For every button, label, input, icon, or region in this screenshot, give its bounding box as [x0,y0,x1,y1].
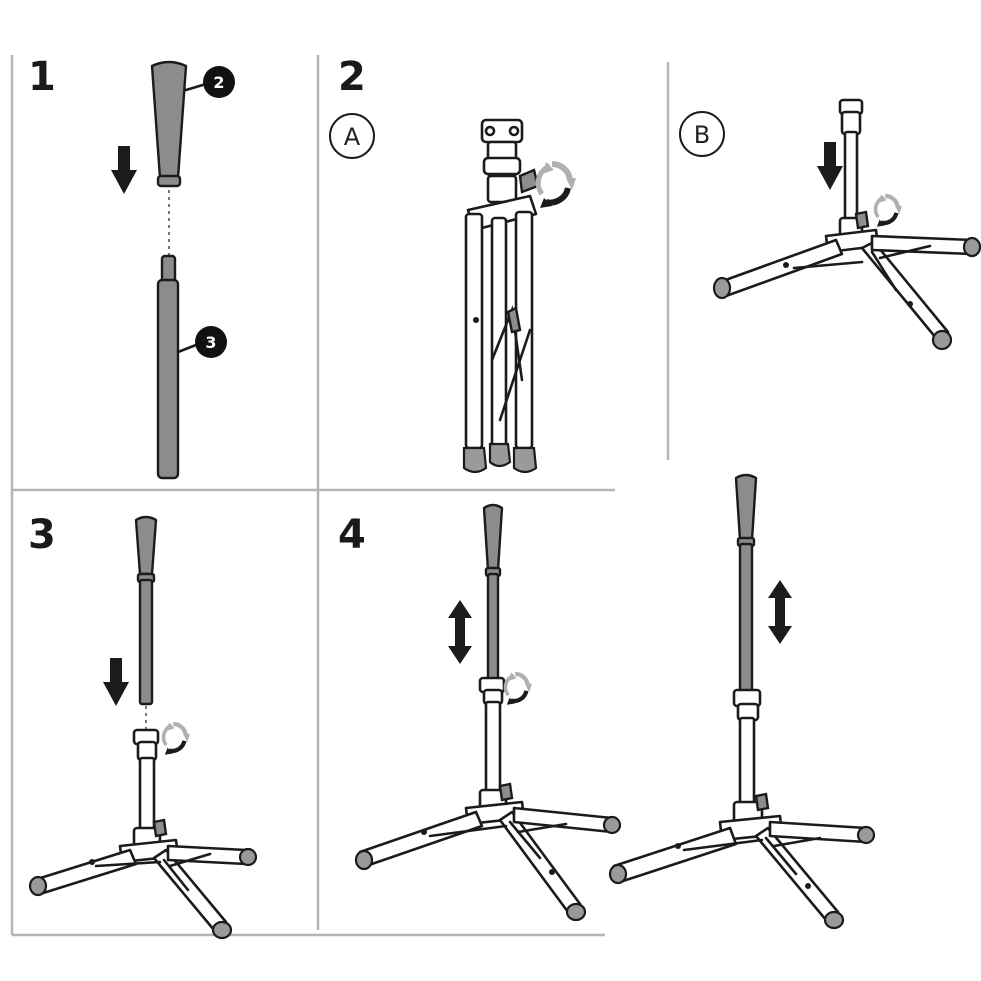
step-2a-illustration [462,118,576,474]
cone-part [150,60,188,180]
sub-step-b-label: B [694,121,710,149]
down-arrow-icon [817,142,843,190]
callout-2-badge [203,66,235,98]
step-2-number: 2 [338,54,366,100]
rotate-arrows-icon [538,162,576,208]
sub-step-b-badge: B [679,111,725,157]
step-3-number: 3 [28,512,56,558]
step-1-illustration: 2 3 [111,60,235,480]
step-2b-illustration [712,98,981,351]
down-arrow-icon [111,146,137,194]
sub-step-a-badge: A [329,113,375,159]
cone-base [156,174,182,188]
step-4-illustration-tall [608,473,876,930]
callout-3-leader [176,343,198,354]
sub-step-a-label: A [344,123,361,151]
rotate-arrows-icon [164,723,190,755]
rotate-arrows-icon [876,195,902,227]
step-1-number: 1 [28,54,56,100]
step-4-number: 4 [338,512,366,558]
callout-2-leader [184,82,208,92]
up-down-arrow-icon [768,580,792,644]
callout-2-number: 2 [213,73,224,92]
rotate-arrows-icon [506,673,532,705]
up-down-arrow-icon [448,600,472,664]
pole-tip [160,254,177,284]
callout-3-number: 3 [205,333,216,352]
step-4-illustration-short [354,503,622,922]
callout-3-badge [195,326,227,358]
step-3-illustration [28,515,258,940]
down-arrow-icon [103,658,129,706]
pole-part [156,278,180,480]
